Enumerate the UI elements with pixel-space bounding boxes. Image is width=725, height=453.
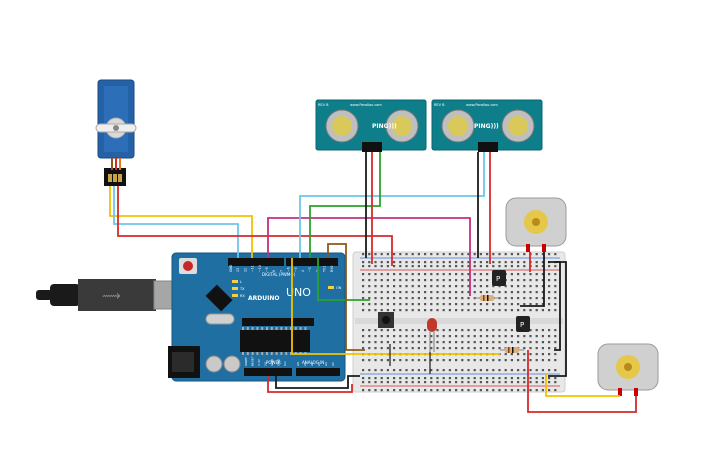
push-button[interactable] [378,312,394,328]
power-label: POWER [266,360,281,365]
digital-pin-label: ~5 [294,267,298,272]
wire-servo-cyan [113,186,239,258]
reset-button-cap[interactable] [183,261,193,271]
wire-motor1-black [520,252,545,307]
transistor-1[interactable]: P [492,270,506,286]
digital-pin-label: 8 [272,270,276,272]
power-pin-label: 3.3V [257,358,261,366]
sensor-2-maker: www.Parallax.com [466,103,498,107]
dc-motor-2[interactable] [597,343,659,396]
power-pin-label: RESET [251,356,255,366]
board-led [232,280,238,283]
power-pin-label: GND [277,358,281,366]
ultrasonic-sensor-1[interactable]: PING))) www.Parallax.com REV B [315,99,427,152]
board-brand: ARDUINO [248,295,279,302]
digital-header-high[interactable] [228,258,284,266]
analog-pin-label: A2 [310,362,314,366]
sensor-2-label: PING))) [474,123,499,130]
wires [109,152,637,413]
board-led [328,286,334,289]
sensor-2-rev: REV B [434,103,445,107]
svg-text:⟿: ⟿ [102,289,121,304]
digital-pin-label: GND [229,264,233,272]
transistor-2[interactable]: P [516,316,530,332]
digital-pin-label: 12 [243,268,247,272]
wire-board-red-bottom [267,376,353,393]
power-pin-label: 5V [264,361,268,366]
wire-board-black-bottom [275,375,360,389]
resistor-1[interactable] [474,295,500,301]
power-pin-label: IOREF [244,357,248,366]
digital-pin-label: ~6 [287,267,291,272]
digital-pin-label: ~9 [265,267,269,272]
board-model: UNO [286,286,311,299]
digital-pin-label: 13 [236,268,240,272]
svg-text:P: P [520,321,524,329]
digital-pin-label: TX1 [323,266,327,273]
wire-green-board [317,258,370,301]
digital-pin-label: ~11 [251,265,255,272]
power-pin-label: GND [270,358,274,366]
analog-pin-label: A0 [296,362,300,366]
analog-pin-label: A3 [317,362,321,366]
analog-pin-label: A5 [331,362,335,366]
board-led-label: L [240,280,242,284]
dc-motor-1[interactable] [505,197,567,252]
breadboard-jumpers [389,344,431,374]
wire-motor2-red [527,350,637,413]
wire-servo-yellow [109,186,253,258]
analog-pin-label: A4 [324,362,328,366]
sensor-1-maker: www.Parallax.com [350,103,382,107]
board-led-label: ON [336,286,342,290]
analog-label: ANALOG IN [302,360,324,365]
breadboard[interactable] [352,251,566,393]
atmega-chip [240,330,310,352]
analog-header[interactable] [296,368,340,376]
digital-pin-label: 4 [301,270,305,272]
power-pin-label: Vin [283,361,287,366]
sensor-1-label: PING))) [372,123,397,130]
digital-header-low[interactable] [286,258,338,266]
wire-yellow-board [291,258,500,355]
digital-pin-label: 7 [279,270,283,272]
digital-pin-label: ~10 [258,265,262,272]
board-led-label: RX [240,294,245,298]
board-led [232,294,238,297]
digital-pin-label: ~3 [308,267,312,272]
wire-green-sensor1 [309,152,381,258]
icsp-header [242,318,314,326]
wire-cyan-sensor2 [299,152,485,258]
analog-pin-label: A1 [303,362,307,366]
wire-black-rail-right [554,261,561,351]
led-red[interactable] [427,318,437,352]
wire-magenta-1 [267,217,471,262]
servo-motor[interactable] [95,79,137,186]
digital-label: DIGITAL (PWM~) [262,272,296,277]
resistor-2[interactable] [500,347,524,353]
ultrasonic-sensor-2[interactable]: PING))) www.Parallax.com REV B [431,99,543,152]
arduino-uno[interactable]: ⟿ ARDUINO UNO DIGITAL (PWM~) POWER ANALO… [36,252,346,382]
digital-pin-label: RX0 [330,266,334,272]
wire-servo-red [117,186,393,266]
breadboard-holes [362,253,557,392]
power-header[interactable] [244,368,292,376]
sensor-1-rev: REV B [318,103,329,107]
usb-cable[interactable]: ⟿ [36,279,191,311]
svg-text:P: P [496,275,500,283]
board-led-label: TX [239,287,245,291]
wire-motor2-yellow [545,374,620,397]
board-led [232,287,238,290]
wire-brown [327,243,365,351]
